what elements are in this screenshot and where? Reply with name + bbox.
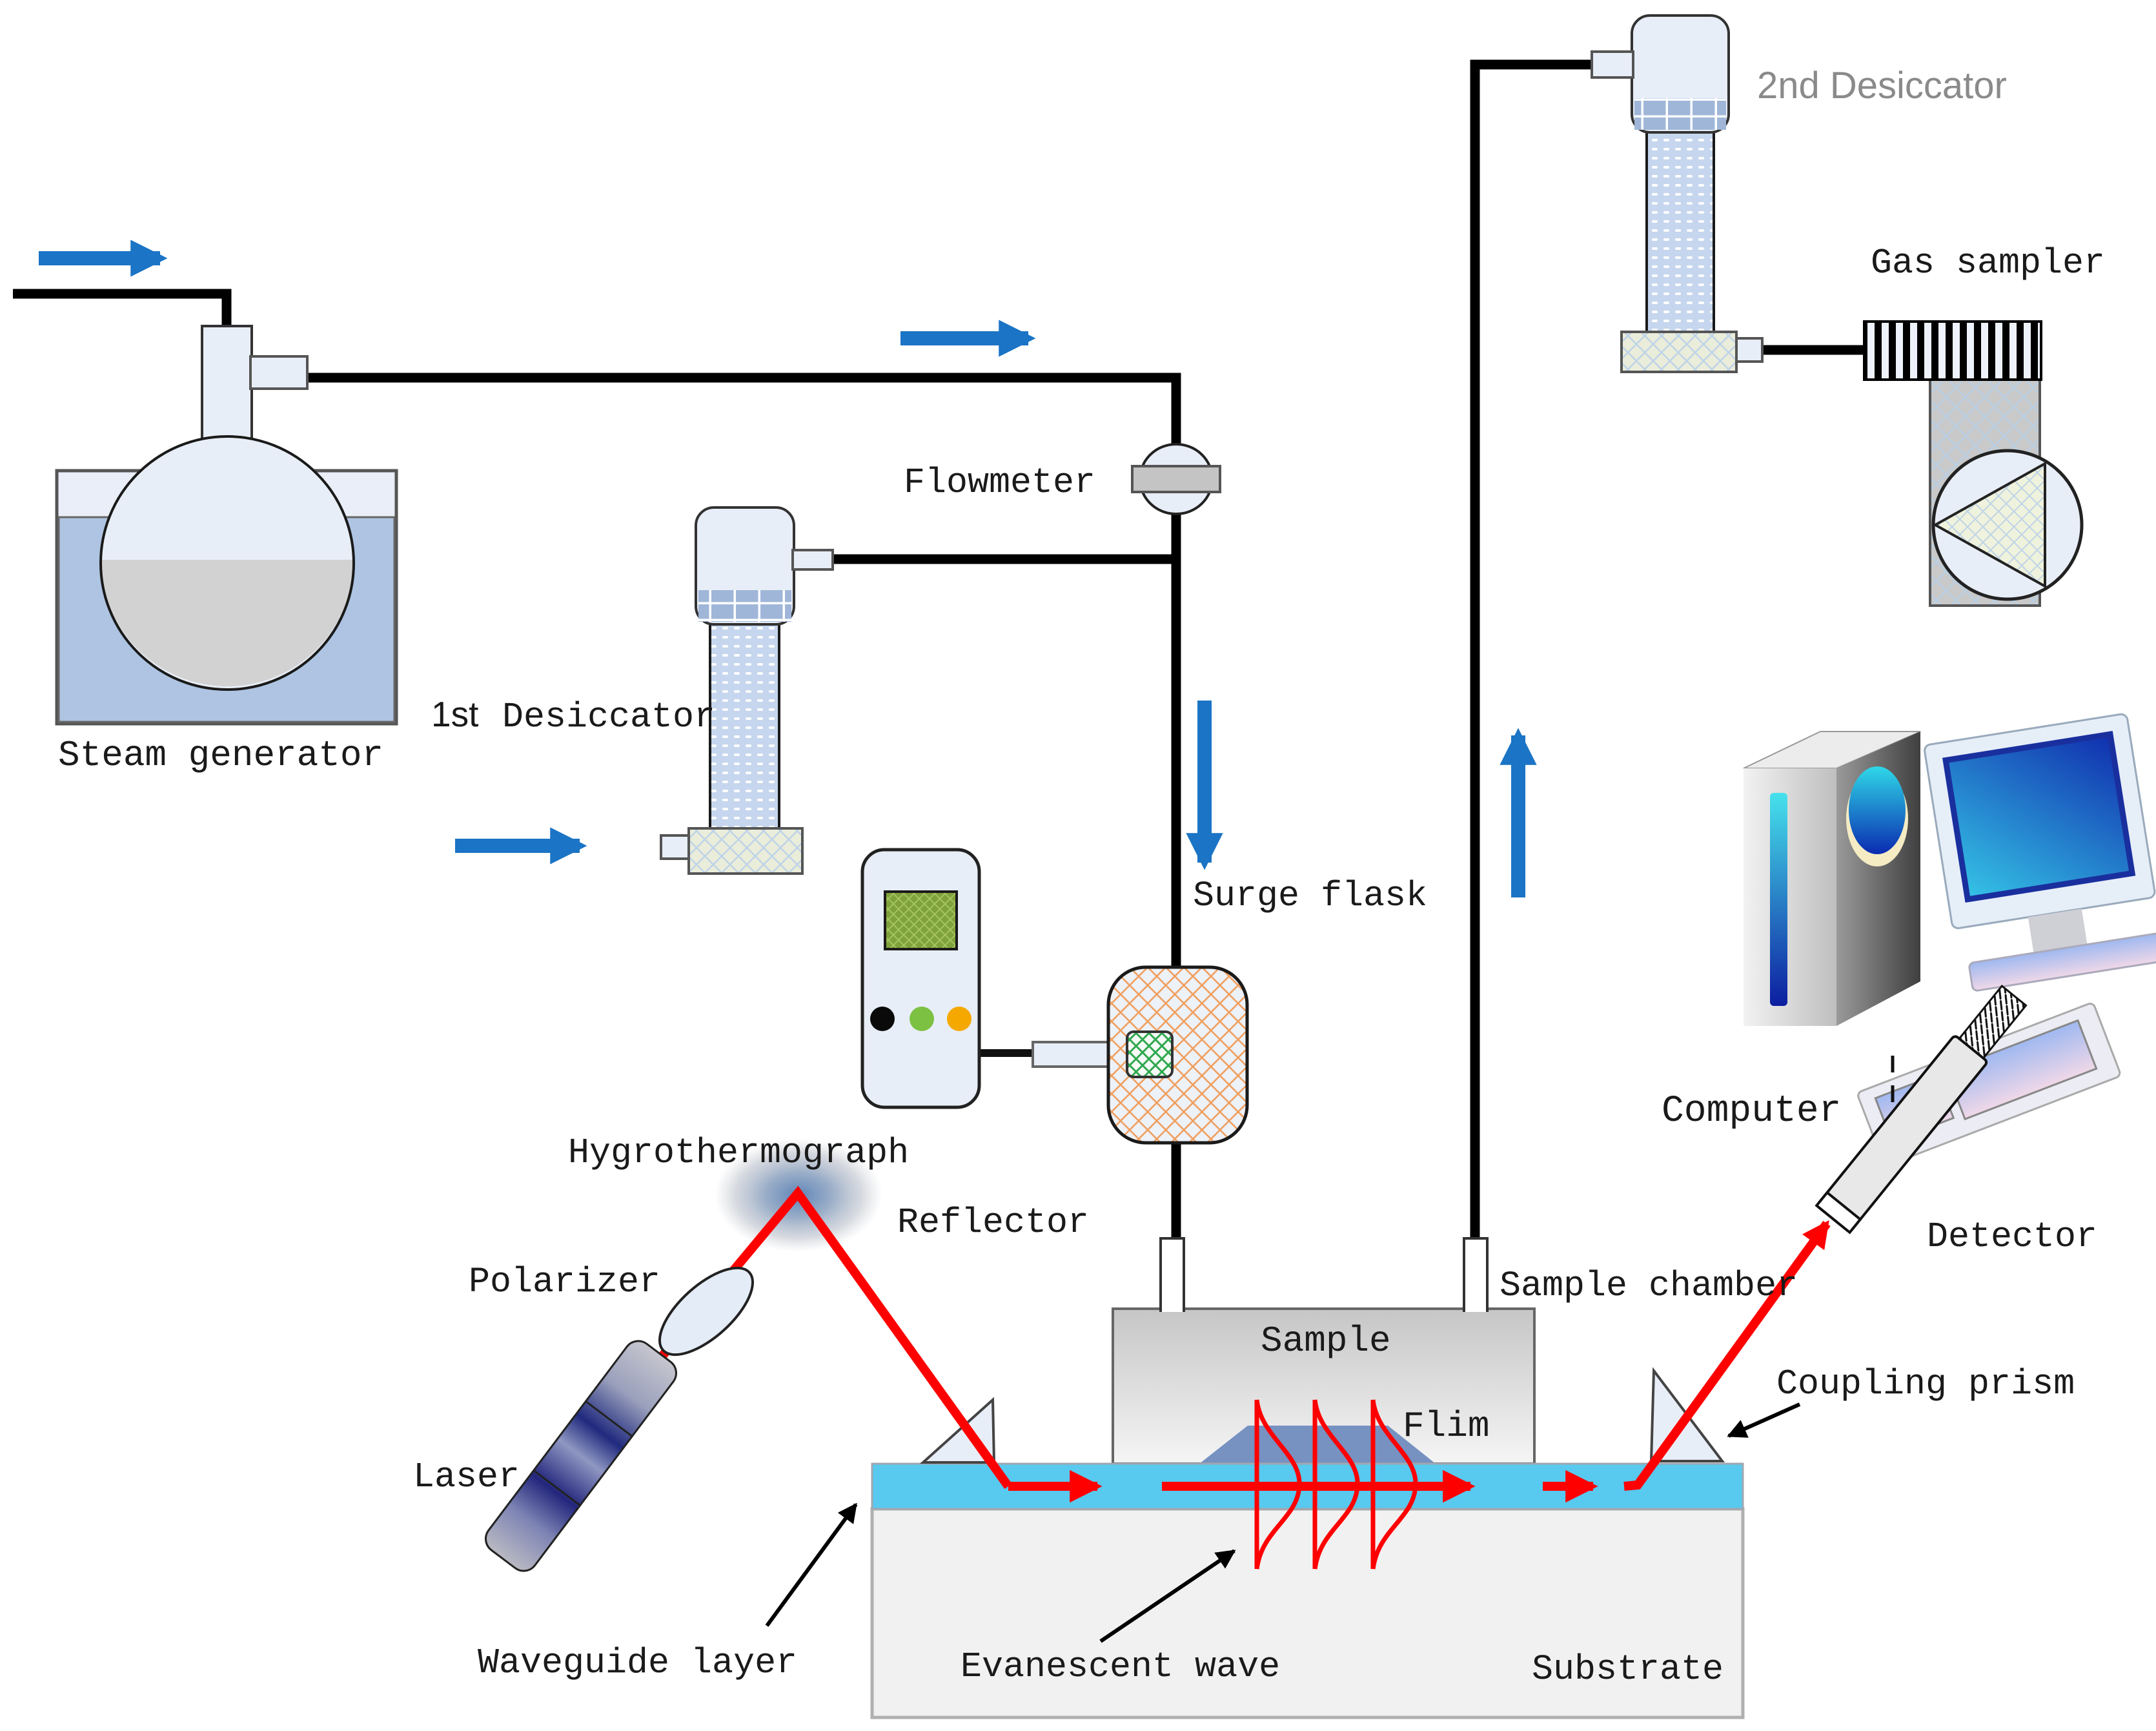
monitor-screen [1942,731,2136,903]
laser [485,1340,677,1572]
desiccator1-base [687,827,804,875]
label-surge-flask: Surge flask [1193,876,1427,916]
label-laser: Laser [413,1457,520,1497]
detector-window [1815,1191,1862,1234]
label-waveguide-layer: Waveguide layer [478,1643,797,1683]
steam-generator [55,325,398,726]
tower-led-stripe [1770,793,1787,1006]
second-desiccator [1591,14,1764,373]
evanescent-wave-unit [1370,1399,1418,1570]
label-second-desiccator: 2nd Desiccator [1757,65,2007,107]
desiccator1-port [791,549,834,571]
desiccator1-grid-band [698,590,791,622]
humidity-sensor [1126,1030,1174,1078]
label-flim: Flim [1403,1406,1489,1447]
detector [1815,984,2028,1234]
coupling-prism-pointer [1727,1402,1801,1438]
pipe-network [13,59,1867,1263]
flask-liquid [100,560,354,687]
label-hygrothermograph: Hygrothermograph [568,1132,909,1173]
laser-body [485,1340,677,1572]
evanescent-waves [1254,1399,1418,1570]
button-green [910,1007,934,1031]
chamber-riser-pipe [1470,59,1593,1263]
gas-sampler-coil [1863,320,2042,381]
inlet-pipe [13,289,232,326]
waveguide-pointer [765,1502,858,1627]
label-computer: Computer [1662,1091,1841,1132]
gas-sampler [1863,320,2084,607]
first-desiccator [660,506,834,875]
hygrothermograph-screen [884,890,958,950]
label-sample-chamber: Sample chamber [1500,1265,1798,1306]
computer-tower [1743,731,1921,1026]
label-sample: Sample [1261,1320,1391,1362]
evanescent-wave-unit [1312,1399,1360,1570]
polarizer [658,1266,755,1357]
label-flowmeter: Flowmeter [904,462,1095,503]
gas-sampler-triangle [1932,461,2046,589]
computer-monitor [1924,713,2156,992]
label-reflector: Reflector [897,1202,1089,1243]
label-substrate: Substrate [1532,1649,1724,1690]
desiccator1-column [709,619,780,831]
label-coupling-prism: Coupling prism [1776,1364,2075,1404]
label-gas-sampler: Gas sampler [1871,243,2105,283]
desiccator2-nozzle [1735,337,1764,363]
flask-side-arm [249,355,309,390]
monitor-stand [2028,908,2088,954]
desiccator2-column [1645,127,1715,336]
evanescent-pointer [1099,1549,1236,1643]
label-evanescent-wave: Evanescent wave [961,1646,1280,1687]
surge-flask-body [1106,965,1249,1145]
flask-neck [201,325,253,456]
tower-front [1744,768,1836,1026]
button-black [870,1007,895,1031]
laser-optics [485,1138,1012,1572]
label-steam-generator: Steam generator [58,735,383,776]
chamber-port-right [1463,1237,1489,1312]
hygrothermograph-body [860,848,981,1109]
chamber-port-left [1159,1237,1185,1312]
hygrothermograph [860,848,1130,1109]
label-polarizer: Polarizer [469,1262,660,1302]
label-detector: Detector [1927,1216,2097,1257]
beam-to-detector [1623,1220,1831,1491]
button-orange [947,1007,971,1031]
monitor-base [1968,932,2156,992]
label-first-desiccator: Desiccator [502,697,715,737]
annotation-arrows [765,1402,1801,1643]
laser-seam-1 [533,1470,581,1506]
substrate [870,1507,1745,1719]
laser-seam-2 [585,1400,633,1437]
flask-outline [99,435,355,691]
flowmeter [1131,443,1221,515]
desiccator2-base [1620,331,1738,373]
label-first-desiccator-prefix: 1st [431,694,478,734]
evanescent-wave-unit [1254,1399,1302,1570]
surge-flask [1106,965,1249,1145]
desiccator1-nozzle [660,834,690,860]
tower-oval [1849,766,1906,854]
desiccator2-grid-band [1634,98,1726,130]
flow-arrows [39,240,1537,897]
steam-pipe [305,373,1181,452]
desiccator2-port [1591,50,1634,79]
flowmeter-bar [1131,465,1221,493]
